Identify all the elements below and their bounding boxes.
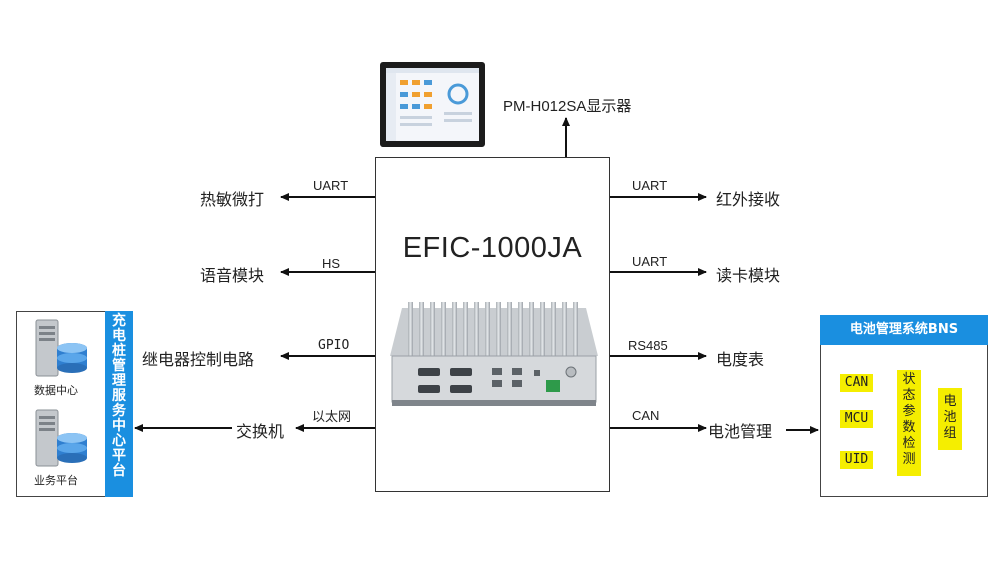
- bms-state-parameter-text: 状态参数检测: [902, 372, 916, 467]
- port-label-uart-card: UART: [632, 254, 668, 269]
- device-relay-circuit: 继电器控制电路: [142, 350, 255, 369]
- controller-device-image: [390, 302, 598, 406]
- device-energy-meter: 电度表: [716, 350, 765, 369]
- data-center-label: 数据中心: [34, 384, 78, 397]
- service-platform-title: 充电桩管理服务中心平台: [112, 313, 126, 479]
- device-battery-management: 电池管理: [708, 422, 773, 441]
- device-voice-module: 语音模块: [200, 266, 265, 285]
- port-label-can: CAN: [632, 408, 660, 423]
- device-thermal-printer: 热敏微打: [200, 190, 265, 209]
- business-platform-label: 业务平台: [34, 474, 78, 487]
- bms-chip-uid: UID: [840, 451, 873, 469]
- device-switch: 交换机: [236, 422, 285, 441]
- bms-title: 电池管理系统BNS: [820, 315, 988, 345]
- port-label-uart-infrared: UART: [632, 178, 668, 193]
- port-label-uart-left: UART: [313, 178, 349, 193]
- bms-battery-pack: 电池组: [938, 388, 962, 450]
- business-platform-server-icon: [35, 409, 87, 467]
- device-card-reader: 读卡模块: [716, 266, 781, 285]
- bms-state-parameter-detection: 状态参数检测: [897, 370, 921, 476]
- bms-chip-can: CAN: [840, 374, 873, 392]
- port-label-hs: HS: [322, 256, 341, 271]
- bms-battery-pack-text: 电池组: [943, 394, 957, 441]
- port-label-rs485: RS485: [628, 338, 668, 353]
- display-monitor-image: [380, 62, 485, 147]
- port-label-gpio: GPIO: [318, 338, 350, 353]
- data-center-server-icon: [35, 319, 87, 377]
- display-label: PM-H012SA显示器: [503, 98, 632, 115]
- service-platform-title-bar: [105, 311, 133, 497]
- bms-chip-mcu: MCU: [840, 410, 873, 428]
- main-controller-title: EFIC-1000JA: [402, 232, 583, 264]
- device-infrared-receiver: 红外接收: [716, 190, 781, 209]
- port-label-ethernet: 以太网: [312, 409, 352, 424]
